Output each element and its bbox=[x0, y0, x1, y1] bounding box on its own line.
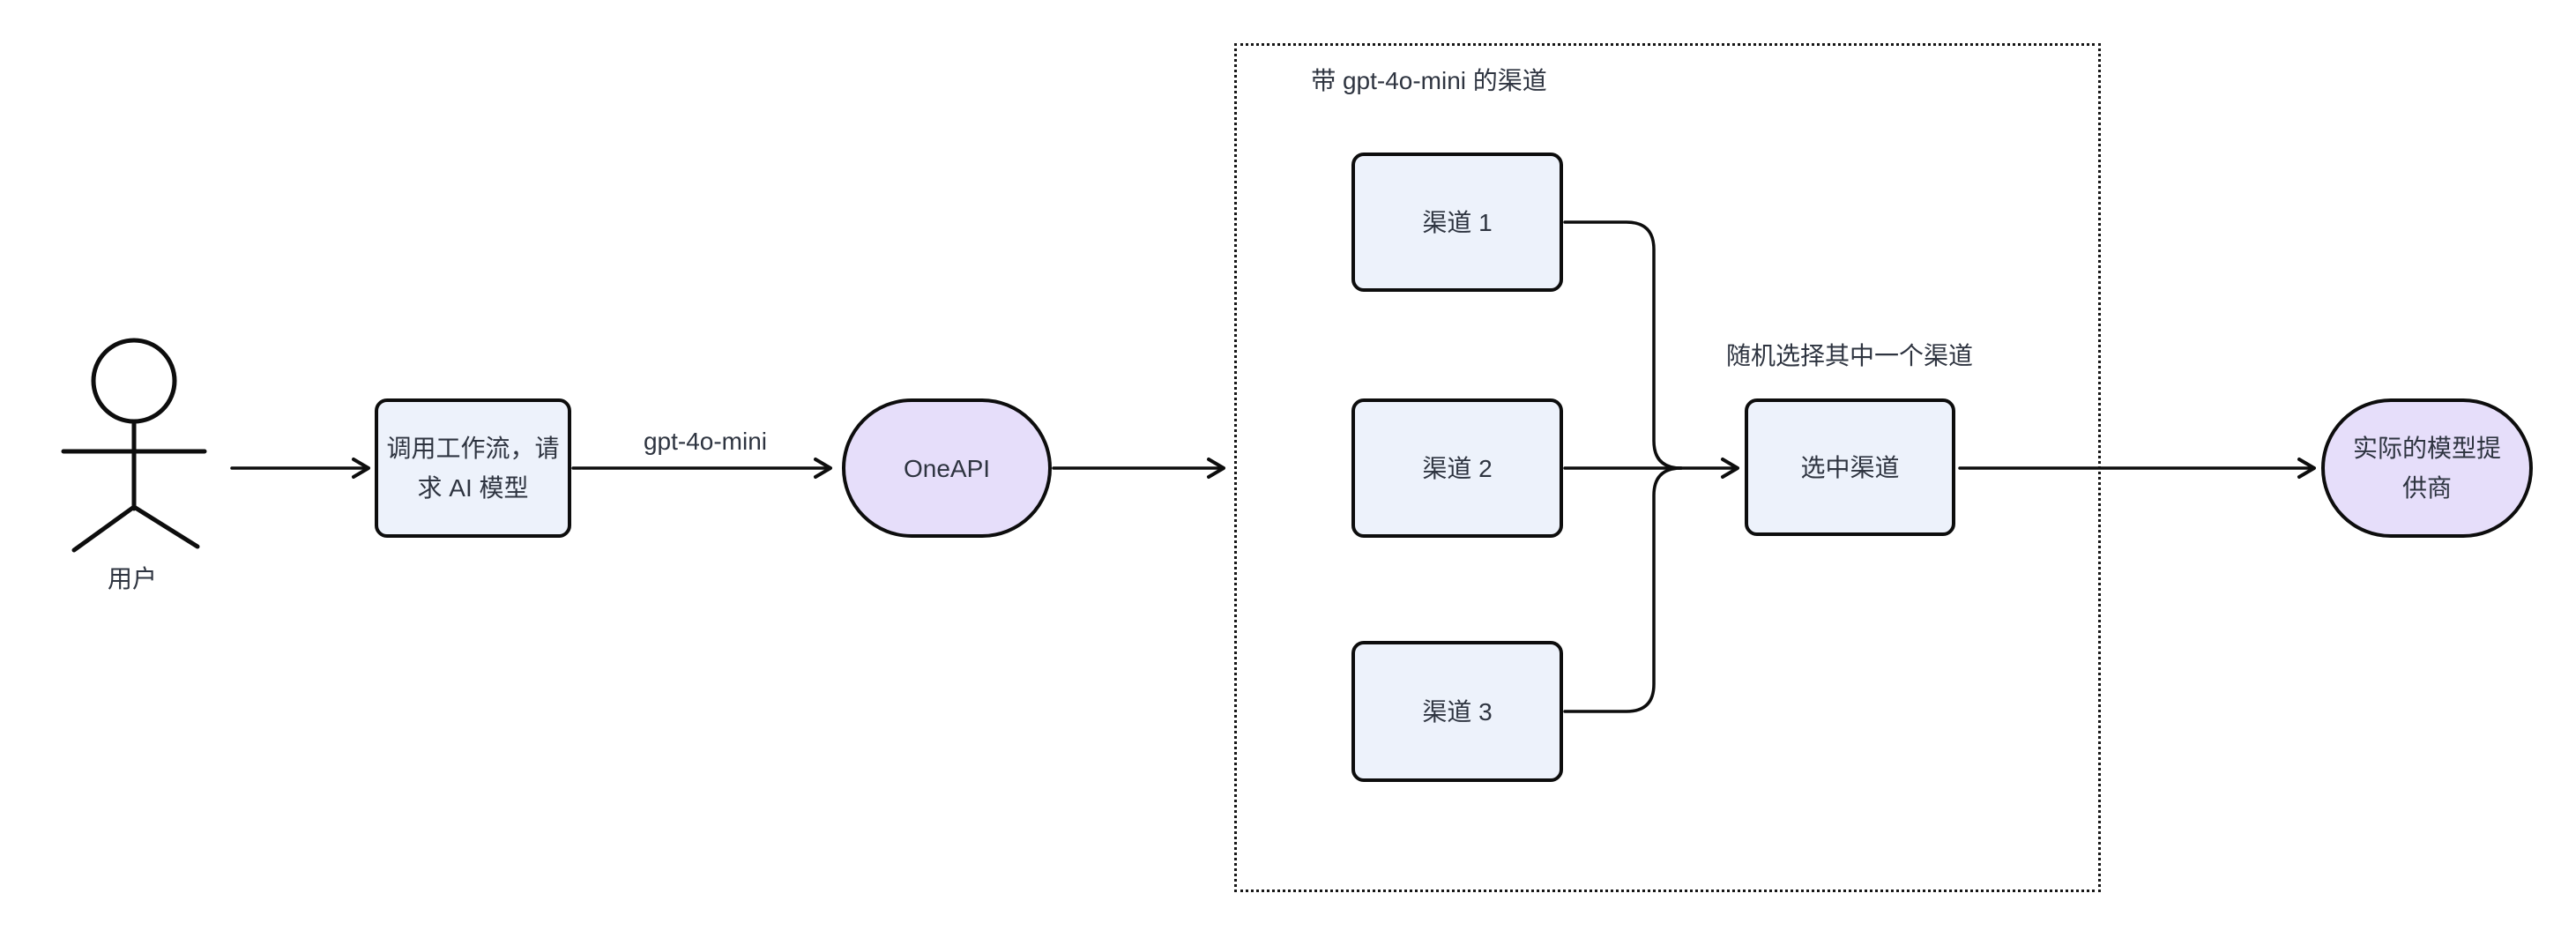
node-channel1-label: 渠道 1 bbox=[1422, 208, 1493, 236]
node-channel2: 渠道 2 bbox=[1351, 398, 1563, 538]
node-selected-channel-label: 选中渠道 bbox=[1800, 453, 1900, 481]
node-selected-channel: 选中渠道 bbox=[1745, 398, 1955, 536]
edge-label-selection-note: 随机选择其中一个渠道 bbox=[1725, 342, 1973, 369]
subgraph-title: 带 gpt-4o-mini 的渠道 bbox=[1311, 67, 1547, 94]
user-actor-figure bbox=[61, 338, 207, 553]
actor-leg-left bbox=[71, 504, 137, 553]
edge-channel3-to-merge bbox=[1563, 466, 1683, 713]
node-channel3-label: 渠道 3 bbox=[1422, 697, 1493, 726]
edge-channel1-to-merge bbox=[1563, 220, 1683, 470]
edge-label-model-name: gpt-4o-mini bbox=[643, 428, 768, 455]
node-channel3: 渠道 3 bbox=[1351, 641, 1563, 782]
node-provider: 实际的模型提供商 bbox=[2321, 398, 2533, 538]
node-oneapi: OneAPI bbox=[842, 398, 1052, 538]
node-channel1: 渠道 1 bbox=[1351, 153, 1563, 292]
actor-label: 用户 bbox=[107, 565, 157, 592]
node-oneapi-label: OneAPI bbox=[903, 454, 991, 482]
actor-head bbox=[91, 338, 177, 424]
node-provider-label: 实际的模型提供商 bbox=[2352, 435, 2501, 502]
node-channel2-label: 渠道 2 bbox=[1422, 454, 1493, 482]
node-workflow: 调用工作流，请求 AI 模型 bbox=[375, 398, 571, 538]
actor-leg-right bbox=[131, 504, 200, 549]
node-workflow-label: 调用工作流，请求 AI 模型 bbox=[386, 435, 560, 502]
